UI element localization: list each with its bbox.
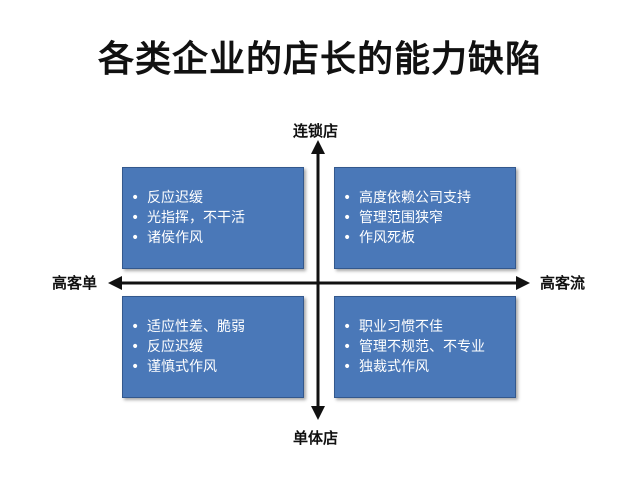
item-text: 反应迟缓	[147, 190, 203, 206]
quadrant-bottom-right: • 职业习惯不佳 • 管理不规范、不专业 • 独裁式作风	[334, 296, 516, 398]
vertical-axis	[311, 140, 325, 420]
bullet-icon: •	[131, 190, 140, 206]
list-item: • 独裁式作风	[343, 357, 505, 377]
bullet-icon: •	[343, 230, 352, 246]
axis-label-bottom: 单体店	[293, 429, 339, 447]
list-item: • 适应性差、脆弱	[131, 317, 293, 337]
quadrant-top-left: • 反应迟缓 • 光指挥，不干活 • 诸侯作风	[122, 167, 304, 269]
bullet-icon: •	[343, 339, 352, 355]
item-text: 反应迟缓	[147, 339, 203, 355]
bullet-list: • 职业习惯不佳 • 管理不规范、不专业 • 独裁式作风	[343, 317, 505, 377]
list-item: • 反应迟缓	[131, 337, 293, 357]
list-item: • 职业习惯不佳	[343, 317, 505, 337]
item-text: 独裁式作风	[359, 359, 429, 375]
arrow-left-icon	[108, 276, 122, 290]
list-item: • 光指挥，不干活	[131, 208, 293, 228]
quadrant-top-right: • 高度依赖公司支持 • 管理范围狭窄 • 作风死板	[334, 167, 516, 269]
list-item: • 管理范围狭窄	[343, 208, 505, 228]
list-item: • 管理不规范、不专业	[343, 337, 505, 357]
page-title: 各类企业的店长的能力缺陷	[97, 39, 542, 80]
list-item: • 作风死板	[343, 228, 505, 248]
axis-label-top: 连锁店	[293, 122, 339, 140]
bullet-list: • 高度依赖公司支持 • 管理范围狭窄 • 作风死板	[343, 188, 505, 248]
list-item: • 反应迟缓	[131, 188, 293, 208]
bullet-icon: •	[131, 319, 140, 335]
bullet-icon: •	[343, 359, 352, 375]
item-text: 作风死板	[359, 230, 415, 246]
bullet-icon: •	[343, 210, 352, 226]
bullet-icon: •	[343, 319, 352, 335]
item-text: 管理不规范、不专业	[359, 339, 485, 355]
bullet-icon: •	[131, 230, 140, 246]
bullet-list: • 反应迟缓 • 光指挥，不干活 • 诸侯作风	[131, 188, 293, 248]
axis-label-left: 高客单	[52, 274, 98, 292]
bullet-icon: •	[131, 210, 140, 226]
list-item: • 高度依赖公司支持	[343, 188, 505, 208]
item-text: 高度依赖公司支持	[359, 190, 471, 206]
arrow-up-icon	[311, 140, 325, 154]
item-text: 诸侯作风	[147, 230, 203, 246]
bullet-icon: •	[343, 190, 352, 206]
item-text: 光指挥，不干活	[147, 210, 245, 226]
bullet-icon: •	[131, 339, 140, 355]
quadrant-bottom-left: • 适应性差、脆弱 • 反应迟缓 • 谨慎式作风	[122, 296, 304, 398]
axis-label-right: 高客流	[540, 274, 586, 292]
bullet-list: • 适应性差、脆弱 • 反应迟缓 • 谨慎式作风	[131, 317, 293, 377]
horizontal-axis	[108, 276, 530, 290]
bullet-icon: •	[131, 359, 140, 375]
item-text: 适应性差、脆弱	[147, 319, 245, 335]
list-item: • 谨慎式作风	[131, 357, 293, 377]
item-text: 管理范围狭窄	[359, 210, 443, 226]
item-text: 职业习惯不佳	[359, 319, 443, 335]
item-text: 谨慎式作风	[147, 359, 217, 375]
arrow-down-icon	[311, 406, 325, 420]
list-item: • 诸侯作风	[131, 228, 293, 248]
arrow-right-icon	[516, 276, 530, 290]
